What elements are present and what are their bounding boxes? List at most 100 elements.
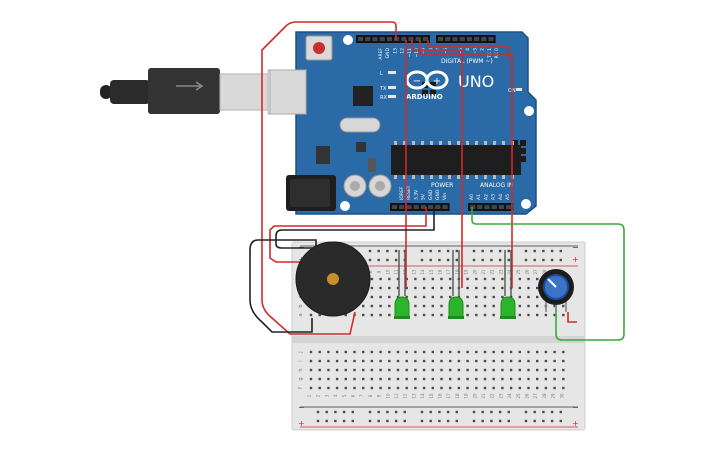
breadboard-hole[interactable] xyxy=(562,359,565,363)
breadboard-hole[interactable] xyxy=(527,386,530,390)
breadboard-hole[interactable] xyxy=(501,350,504,354)
breadboard-hole[interactable] xyxy=(466,313,469,317)
breadboard-hole[interactable] xyxy=(475,313,478,317)
header-pin[interactable] xyxy=(372,37,378,41)
wire-digital-jumper[interactable] xyxy=(427,40,509,60)
rail-hole[interactable] xyxy=(429,258,432,262)
rail-hole[interactable] xyxy=(455,410,458,414)
breadboard-hole[interactable] xyxy=(388,350,391,354)
breadboard-hole[interactable] xyxy=(327,359,330,363)
header-pin[interactable] xyxy=(466,37,472,41)
breadboard-hole[interactable] xyxy=(344,368,347,372)
breadboard-hole[interactable] xyxy=(362,304,365,308)
rail-hole[interactable] xyxy=(420,249,424,253)
breadboard-hole[interactable] xyxy=(483,295,487,299)
breadboard-hole[interactable] xyxy=(483,313,487,317)
breadboard-hole[interactable] xyxy=(457,377,461,381)
green-led[interactable] xyxy=(500,250,516,319)
breadboard-hole[interactable] xyxy=(370,377,374,381)
breadboard-hole[interactable] xyxy=(553,304,556,308)
header-pin[interactable] xyxy=(392,205,398,209)
breadboard-hole[interactable] xyxy=(327,377,330,381)
breadboard-hole[interactable] xyxy=(353,377,356,381)
breadboard-hole[interactable] xyxy=(379,295,382,299)
breadboard-hole[interactable] xyxy=(449,286,452,290)
rail-hole[interactable] xyxy=(325,419,328,423)
breadboard-hole[interactable] xyxy=(466,377,469,381)
rail-hole[interactable] xyxy=(325,410,328,414)
wire-led-3[interactable] xyxy=(419,40,513,288)
rail-hole[interactable] xyxy=(533,419,536,423)
breadboard-hole[interactable] xyxy=(388,277,391,281)
breadboard-hole[interactable] xyxy=(492,386,495,390)
rail-hole[interactable] xyxy=(386,419,389,423)
breadboard-hole[interactable] xyxy=(501,286,504,290)
breadboard-hole[interactable] xyxy=(422,304,426,308)
breadboard-hole[interactable] xyxy=(379,277,382,281)
header-pin[interactable] xyxy=(379,37,385,41)
breadboard-hole[interactable] xyxy=(318,350,321,354)
breadboard-hole[interactable] xyxy=(536,359,539,363)
rail-hole[interactable] xyxy=(377,410,380,414)
wire-gnd[interactable] xyxy=(249,207,435,333)
breadboard-hole[interactable] xyxy=(309,313,313,317)
rail-hole[interactable] xyxy=(542,410,545,414)
rail-hole[interactable] xyxy=(559,258,562,262)
breadboard-hole[interactable] xyxy=(431,386,434,390)
wire-5v-rail[interactable] xyxy=(269,207,427,263)
breadboard-hole[interactable] xyxy=(440,368,443,372)
breadboard-hole[interactable] xyxy=(492,377,495,381)
breadboard-hole[interactable] xyxy=(344,386,347,390)
breadboard-hole[interactable] xyxy=(396,359,400,363)
breadboard-hole[interactable] xyxy=(379,286,382,290)
rail-hole[interactable] xyxy=(455,419,458,423)
breadboard-hole[interactable] xyxy=(396,286,400,290)
breadboard-hole[interactable] xyxy=(483,359,487,363)
breadboard-hole[interactable] xyxy=(327,386,330,390)
rail-hole[interactable] xyxy=(446,258,450,262)
breadboard-hole[interactable] xyxy=(422,286,426,290)
breadboard-hole[interactable] xyxy=(536,304,539,308)
breadboard-hole[interactable] xyxy=(466,350,469,354)
breadboard-hole[interactable] xyxy=(527,350,530,354)
breadboard-hole[interactable] xyxy=(440,295,443,299)
breadboard-hole[interactable] xyxy=(466,368,469,372)
breadboard-hole[interactable] xyxy=(553,377,556,381)
breadboard-hole[interactable] xyxy=(527,368,530,372)
rail-hole[interactable] xyxy=(386,410,389,414)
rail-hole[interactable] xyxy=(403,410,406,414)
rail-hole[interactable] xyxy=(334,419,337,423)
breadboard-hole[interactable] xyxy=(501,277,504,281)
header-pin[interactable] xyxy=(438,37,444,41)
rail-hole[interactable] xyxy=(559,249,562,253)
breadboard-hole[interactable] xyxy=(370,286,374,290)
breadboard-hole[interactable] xyxy=(475,386,478,390)
header-pin[interactable] xyxy=(399,205,405,209)
rail-hole[interactable] xyxy=(420,258,424,262)
rail-hole[interactable] xyxy=(438,419,441,423)
rail-hole[interactable] xyxy=(490,249,493,253)
breadboard-hole[interactable] xyxy=(527,359,530,363)
header-pin[interactable] xyxy=(358,37,364,41)
rail-hole[interactable] xyxy=(524,258,528,262)
rail-hole[interactable] xyxy=(420,419,424,423)
rail-hole[interactable] xyxy=(472,258,476,262)
breadboard-hole[interactable] xyxy=(483,368,487,372)
rail-hole[interactable] xyxy=(368,410,372,414)
breadboard-hole[interactable] xyxy=(562,304,565,308)
breadboard-hole[interactable] xyxy=(440,286,443,290)
breadboard-hole[interactable] xyxy=(475,350,478,354)
breadboard-hole[interactable] xyxy=(388,386,391,390)
header-pin[interactable] xyxy=(477,205,483,209)
breadboard-hole[interactable] xyxy=(466,304,469,308)
breadboard-hole[interactable] xyxy=(492,359,495,363)
breadboard-hole[interactable] xyxy=(370,359,374,363)
breadboard-hole[interactable] xyxy=(388,295,391,299)
rail-hole[interactable] xyxy=(498,249,502,253)
breadboard-hole[interactable] xyxy=(405,295,408,299)
breadboard-hole[interactable] xyxy=(431,277,434,281)
breadboard-hole[interactable] xyxy=(501,377,504,381)
rail-hole[interactable] xyxy=(490,419,493,423)
breadboard-hole[interactable] xyxy=(388,377,391,381)
power-pin-header[interactable] xyxy=(390,203,450,211)
